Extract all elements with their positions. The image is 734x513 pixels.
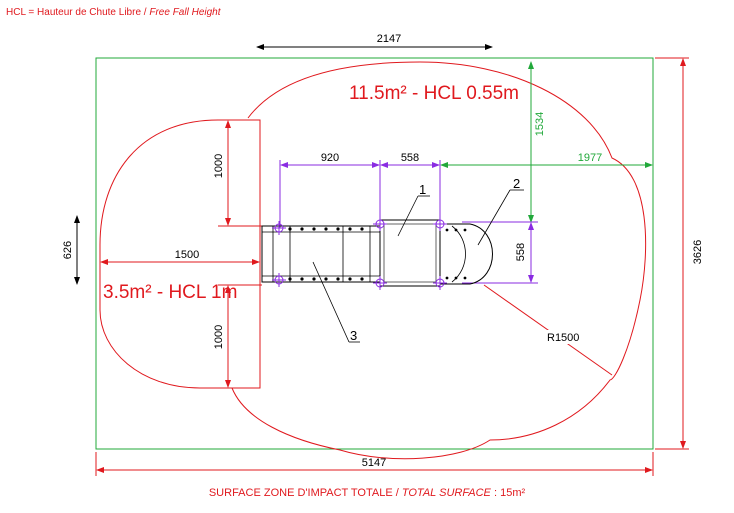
dim-overall-height-label: 3626 bbox=[692, 240, 704, 264]
legend-line: HCL = Hauteur de Chute Libre / Free Fall… bbox=[6, 7, 221, 18]
post-marker-4 bbox=[373, 276, 387, 290]
radius-label: R1500 bbox=[547, 332, 579, 344]
footer-french: SURFACE ZONE D'IMPACT TOTALE bbox=[208, 487, 393, 499]
post-marker-3 bbox=[373, 217, 387, 231]
footer-english: TOTAL SURFACE bbox=[401, 487, 491, 499]
slide-inner-arc bbox=[451, 225, 466, 283]
slide-bolts bbox=[445, 228, 467, 280]
footer-colon: : bbox=[490, 487, 501, 499]
impact-zone-main-outline bbox=[231, 61, 647, 460]
component-3-bridge bbox=[261, 225, 381, 283]
component-2-slide bbox=[440, 223, 493, 285]
dim-top-width-label: 2147 bbox=[377, 33, 401, 45]
legend-eq: = bbox=[25, 7, 38, 18]
legend-french: Hauteur de Chute Libre bbox=[37, 7, 142, 18]
callout-2-label: 2 bbox=[513, 176, 520, 191]
legend-abbr: HCL bbox=[6, 7, 26, 18]
dim-920-label: 920 bbox=[321, 152, 339, 164]
callout-1-label: 1 bbox=[419, 182, 426, 197]
dim-1977-label: 1977 bbox=[578, 152, 602, 164]
bridge-bolts-bottom bbox=[288, 277, 364, 281]
bridge-bolts-top bbox=[288, 227, 364, 231]
dim-1534-label: 1534 bbox=[534, 112, 546, 136]
dim-558-side-label: 558 bbox=[515, 243, 527, 261]
impact-zone-small-outline bbox=[99, 119, 261, 389]
callout-3-leader bbox=[312, 261, 350, 343]
post-markers bbox=[272, 217, 447, 290]
dim-1000-top-label: 1000 bbox=[213, 154, 225, 178]
callout-3-label: 3 bbox=[350, 328, 357, 343]
dim-558-top-label: 558 bbox=[401, 152, 419, 164]
dim-1500-label: 1500 bbox=[175, 249, 199, 261]
legend-english: Free Fall Height bbox=[149, 7, 221, 18]
callout-1-leader bbox=[397, 195, 419, 237]
platform-inner bbox=[383, 223, 437, 283]
zone-small-label: 3.5m² - HCL 1m bbox=[103, 282, 237, 303]
dim-overall-width-label: 5147 bbox=[362, 457, 386, 469]
total-surface-caption: SURFACE ZONE D'IMPACT TOTALE / TOTAL SUR… bbox=[0, 487, 734, 499]
legend-separator: / bbox=[141, 7, 150, 18]
post-marker-6 bbox=[433, 276, 447, 290]
post-marker-5 bbox=[433, 217, 447, 231]
component-1-platform bbox=[379, 219, 441, 287]
callout-2-leader bbox=[477, 189, 511, 246]
zone-main-label: 11.5m² - HCL 0.55m bbox=[349, 83, 519, 104]
radius-label-bg bbox=[545, 330, 585, 344]
footer-separator: / bbox=[392, 487, 402, 499]
dim-626-label: 626 bbox=[62, 241, 74, 259]
dim-1000-bottom-label: 1000 bbox=[213, 325, 225, 349]
post-marker-2 bbox=[272, 273, 286, 287]
footer-value: 15m² bbox=[500, 487, 526, 499]
post-marker-1 bbox=[272, 221, 286, 235]
site-boundary-frame bbox=[95, 57, 654, 450]
